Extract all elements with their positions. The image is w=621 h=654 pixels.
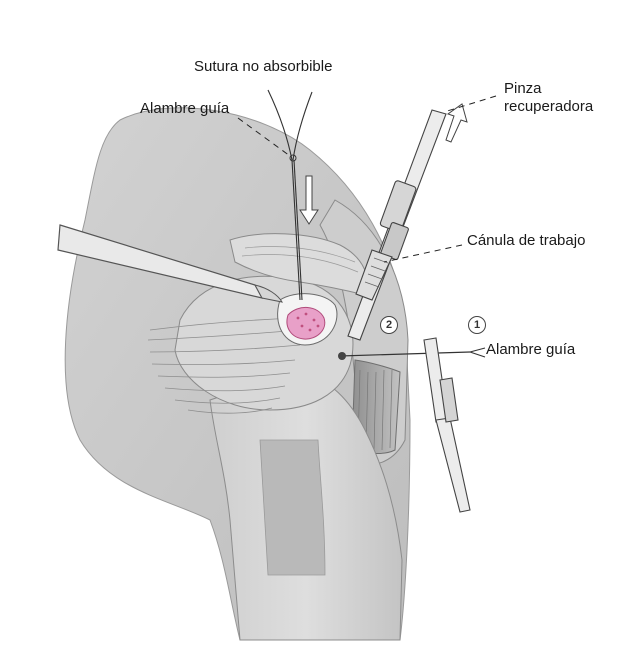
step-marker-1: 1 xyxy=(468,316,486,334)
step-marker-2: 2 xyxy=(380,316,398,334)
label-guide-wire-top: Alambre guía xyxy=(140,100,230,117)
guide-wire-horizontal xyxy=(339,351,471,357)
down-arrow xyxy=(299,175,319,225)
label-guide-wire-right: Alambre guía xyxy=(486,341,576,358)
label-cannula: Cánula de trabajo xyxy=(467,232,586,249)
cartilage-lesion xyxy=(286,307,326,340)
label-retriever-line1: Pinza xyxy=(504,80,542,97)
label-retriever-line2: recuperadora xyxy=(504,98,594,115)
label-suture: Sutura no absorbible xyxy=(194,58,333,75)
forceps xyxy=(423,337,471,513)
rotator-cuff xyxy=(147,317,301,414)
humerus-shaft xyxy=(259,439,326,576)
cannula xyxy=(347,109,447,341)
leader-lines xyxy=(237,95,497,263)
suture-wires xyxy=(267,89,313,301)
up-arrow xyxy=(445,103,468,143)
